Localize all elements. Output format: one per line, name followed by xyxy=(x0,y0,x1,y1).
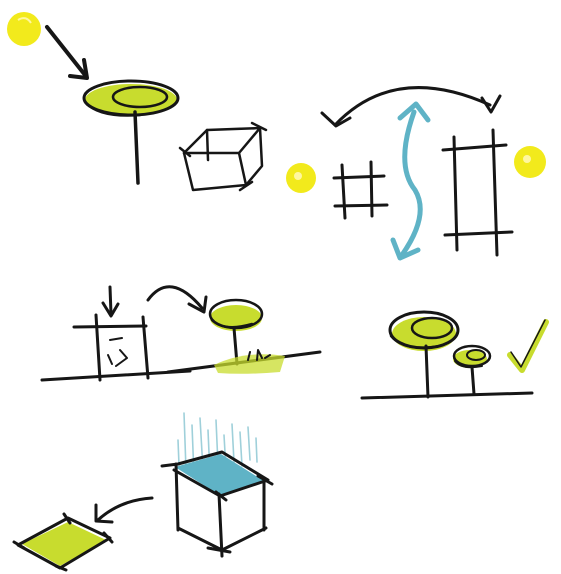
small-canopy-icon xyxy=(453,346,490,394)
building-icon xyxy=(74,315,148,380)
panel-rain-roof xyxy=(14,413,272,570)
panel-two-canopies-check xyxy=(362,312,546,398)
panel-grid-stretch xyxy=(286,88,546,258)
umbrella-canopy-icon xyxy=(84,81,178,183)
arrow-icon xyxy=(47,27,87,78)
curved-arrow-icon xyxy=(96,498,152,522)
ground-line xyxy=(362,393,532,398)
sun-icon xyxy=(514,146,546,178)
panel-sun-over-canopy xyxy=(7,12,266,190)
sun-icon xyxy=(7,12,41,46)
curved-arrow-icon xyxy=(148,287,206,312)
cube-with-teal-roof-icon xyxy=(162,452,272,556)
tall-grid-icon xyxy=(443,130,512,255)
checkmark-icon xyxy=(510,320,546,370)
down-arrow-icon xyxy=(103,287,118,316)
grass-icon xyxy=(214,350,285,374)
wire-cube-icon xyxy=(180,123,266,190)
large-canopy-icon xyxy=(390,312,458,397)
canopy-tree-icon xyxy=(210,300,262,364)
small-grid-icon xyxy=(334,162,387,218)
sun-icon xyxy=(286,163,316,193)
vertical-double-arrow-icon xyxy=(393,104,428,258)
panel-building-to-canopy xyxy=(42,287,320,380)
